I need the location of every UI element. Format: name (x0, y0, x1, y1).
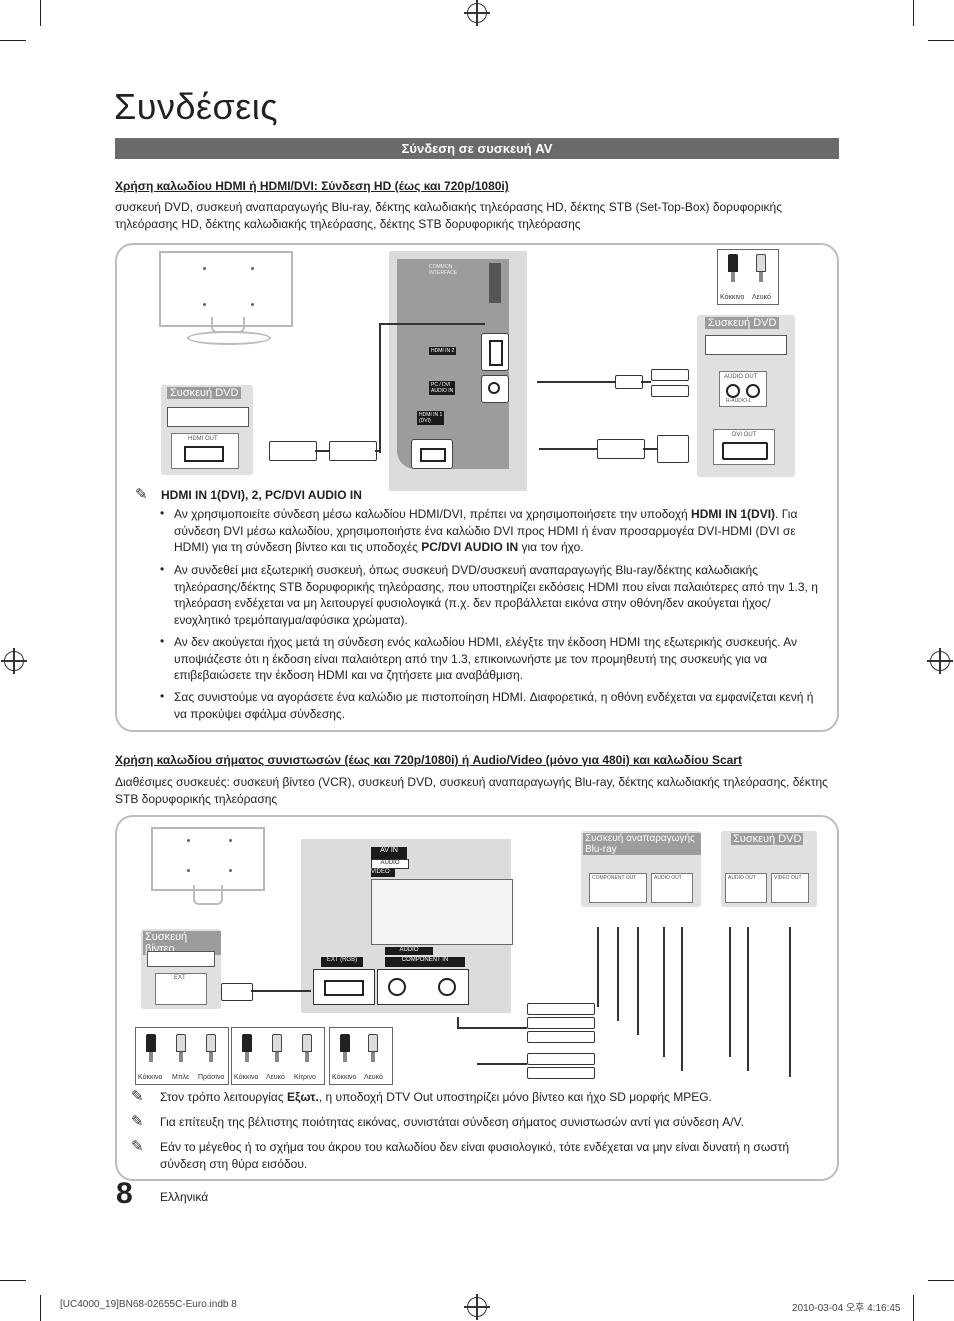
dvi-plug (657, 435, 689, 463)
device-label-dvd-left: Συσκευή DVD (167, 387, 242, 399)
note-icon: ✎ (135, 486, 148, 503)
component-note-1: ✎ Στον τρόπο λειτουργίας Εξωτ., η υποδοχ… (131, 1088, 712, 1105)
crop-mark (928, 1280, 954, 1281)
hdmi-bullet-1: Αν χρησιμοποιείτε σύνδεση μέσω καλωδίου … (174, 507, 798, 554)
connector-legend-audio: Κόκκινο Λευκό (329, 1027, 393, 1085)
hdmi-bullet-3: Αν δεν ακούγεται ήχος μετά τη σύνδεση εν… (174, 635, 798, 682)
section-bar: Σύνδεση σε συσκευή AV (115, 138, 839, 159)
vcr-device: Συσκευή βίντεο EXT (141, 929, 221, 1009)
component-ports (377, 969, 469, 1005)
page-number: 8 (116, 1177, 133, 1210)
av-jack-panel (371, 879, 513, 945)
scart-port (313, 969, 375, 1005)
crop-mark (40, 0, 41, 26)
crop-mark (40, 1295, 41, 1321)
port-label-common-interface: COMMON INTERFACE (429, 264, 458, 276)
hdmi-out-card: HDMI OUT (171, 433, 239, 469)
bullet-icon: • (160, 634, 165, 648)
hdmi-panel: COMMON INTERFACE HDMI IN 2 PC / DVI AUDI… (115, 243, 839, 732)
dvd-player-icon (167, 407, 249, 427)
hdmi-plug (329, 441, 377, 461)
hdmi-bullet-2: Αν συνδεθεί μια εξωτερική συσκευή, όπως … (174, 563, 818, 627)
dvd-device-left: Συσκευή DVD HDMI OUT (161, 385, 253, 475)
crop-mark (913, 1295, 914, 1321)
page-title: Συνδέσεις (114, 86, 279, 127)
audio-cable (537, 381, 617, 383)
component-panel: AV IN AUDIO VIDEO AUDIO EXT (RGB) COMPON… (115, 815, 839, 1181)
connector-label-white: Λευκό (752, 294, 771, 301)
av-in-label: AV IN (371, 847, 407, 859)
crop-mark (0, 40, 26, 41)
note-icon: ✎ (131, 1113, 144, 1130)
bullet-icon: • (160, 506, 165, 520)
bluray-device: Συσκευή αναπαραγωγής Blu-ray COMPONENT O… (581, 831, 701, 907)
dvd-device: Συσκευή DVD AUDIO OUT VIDEO OUT (721, 831, 817, 907)
audio-label: AUDIO (385, 947, 433, 955)
registration-mark-icon (1, 648, 27, 674)
bullet-icon: • (160, 562, 165, 576)
note-icon: ✎ (131, 1138, 144, 1155)
port-label-hdmi1: HDMI IN 1 (DVI) (417, 411, 445, 425)
language-label: Ελληνικά (160, 1190, 209, 1204)
device-label-bluray: Συσκευή αναπαραγωγής Blu-ray (583, 833, 701, 855)
device-label-dvd: Συσκευή DVD (731, 833, 804, 845)
crop-mark (913, 0, 914, 26)
connector-legend-component: Κόκκινο Μπλε Πράσινο (135, 1027, 229, 1085)
note-icon: ✎ (131, 1088, 144, 1105)
device-label-dvd-right: Συσκευή DVD (705, 317, 780, 329)
footer-date: 2010-03-04 오후 4:16:45 (792, 1303, 901, 1314)
hdmi-heading: Χρήση καλωδίου HDMI ή HDMI/DVI: Σύνδεση … (115, 179, 509, 193)
hdmi-plug (269, 441, 317, 461)
hdmi-bullet-4: Σας συνιστούμε να αγοράσετε ένα καλώδιο … (174, 690, 814, 721)
hdmi-note: ✎ HDMI IN 1(DVI), 2, PC/DVI AUDIO IN (135, 486, 645, 504)
hdmi-plug (597, 439, 645, 459)
port-label-pc-audio: PC / DVI AUDIO IN (429, 381, 456, 395)
pc-audio-port (481, 375, 509, 403)
audio-out-card: AUDIO OUT R-AUDIO-L (719, 371, 767, 407)
registration-mark-icon (464, 1294, 490, 1320)
tv-stand-base (187, 331, 271, 345)
hdmi-note-title: HDMI IN 1(DVI), 2, PC/DVI AUDIO IN (161, 488, 362, 502)
tv-back-panel: AV IN AUDIO VIDEO AUDIO EXT (RGB) COMPON… (301, 839, 513, 1013)
crop-mark (0, 1280, 26, 1281)
component-note-3: ✎ Εάν το μέγεθος ή το σχήμα του άκρου το… (131, 1138, 790, 1171)
audio-label: AUDIO (371, 859, 409, 869)
audio-connector-legend: Κόκκινο Λευκό (717, 249, 779, 305)
tv-front-illustration (151, 827, 265, 891)
registration-mark-icon (464, 0, 490, 26)
connector-legend-av: Κόκκινο Λευκό Κίτρινο (231, 1027, 325, 1085)
bullet-icon: • (160, 689, 165, 703)
component-heading: Χρήση καλωδίου σήματος συνιστωσών (έως κ… (115, 753, 742, 767)
tv-front-illustration (159, 251, 293, 327)
registration-mark-icon (927, 648, 953, 674)
component-in-label: COMPONENT IN (385, 957, 465, 967)
footer-file: [UC4000_19]BN68-02655C-Euro.indb 8 (60, 1299, 237, 1310)
scart-plug (221, 983, 253, 1001)
hdmi1-port (411, 439, 453, 469)
hdmi2-port (481, 333, 509, 371)
ext-rgb-label: EXT (RGB) (321, 957, 363, 967)
dvd-player-icon (705, 335, 787, 355)
connector-label-red: Κόκκινο (720, 294, 745, 301)
crop-mark (928, 40, 954, 41)
hdmi-cable (379, 323, 381, 453)
port-label-hdmi2: HDMI IN 2 (429, 347, 457, 355)
dvi-out-card: DVI OUT (713, 429, 775, 465)
component-note-2: ✎ Για επίτευξη της βέλτιστης ποιότητας ε… (131, 1113, 744, 1130)
hdmi-intro: συσκευή DVD, συσκευή αναπαραγωγής Blu-ra… (115, 200, 782, 231)
tv-back-panel: COMMON INTERFACE HDMI IN 2 PC / DVI AUDI… (389, 251, 527, 491)
component-intro: Διαθέσιμες συσκευές: συσκευή βίντεο (VCR… (115, 775, 828, 806)
dvd-device-right: Συσκευή DVD AUDIO OUT R-AUDIO-L DVI OUT (697, 315, 795, 477)
audio-plug (615, 375, 643, 389)
video-label: VIDEO (371, 869, 395, 877)
